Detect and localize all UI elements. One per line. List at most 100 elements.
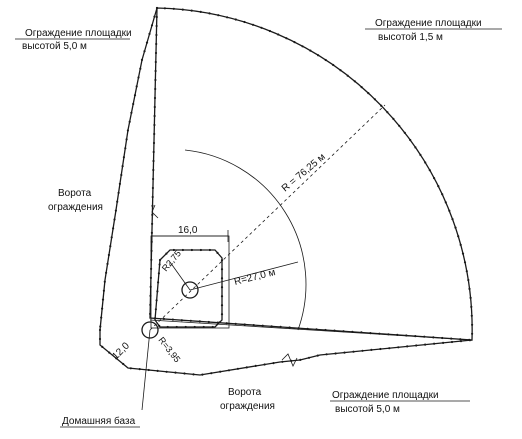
fence-post xyxy=(415,344,418,347)
fence-post xyxy=(424,343,427,346)
fence-post xyxy=(153,15,156,18)
fence-post xyxy=(419,153,422,156)
fence-left-label-2: высотой 5,0 м xyxy=(22,41,87,52)
fence-left-label-1: Ограждение площадки xyxy=(25,28,132,39)
fence-post xyxy=(299,358,302,361)
fence-post xyxy=(380,104,383,107)
fence-post xyxy=(414,146,417,149)
fence-post xyxy=(277,33,280,36)
fence-post xyxy=(189,319,192,322)
fence-post xyxy=(129,367,132,370)
fence-post xyxy=(207,320,210,324)
fence-post xyxy=(155,33,158,37)
fence-post xyxy=(138,368,141,371)
fence-post xyxy=(137,76,140,79)
fence-post xyxy=(234,18,237,21)
infield-arc xyxy=(184,149,307,331)
fence-post xyxy=(398,124,401,127)
fence-post xyxy=(343,351,346,354)
fence-post xyxy=(254,364,257,367)
fence-post xyxy=(122,362,125,366)
gate-bottom-label-1: Ворота xyxy=(228,387,262,398)
fence-post xyxy=(201,373,204,376)
fence-post xyxy=(217,14,220,17)
fence-post xyxy=(153,123,156,127)
fence-post xyxy=(361,349,364,352)
fence-post xyxy=(153,132,156,136)
fence-post xyxy=(180,319,183,322)
left-high-fence xyxy=(99,7,158,331)
fence-post xyxy=(139,67,142,70)
fence-post xyxy=(317,54,320,57)
fence-post xyxy=(130,111,133,114)
fence-post xyxy=(379,347,382,351)
fence-post xyxy=(183,372,186,375)
fence-post xyxy=(155,24,158,28)
home-base-label: Домашняя база xyxy=(62,415,136,427)
gate-bottom xyxy=(281,353,298,367)
radius-mound-label: R2,75 xyxy=(160,248,183,273)
fence-post xyxy=(147,368,150,372)
fence-bottom-label-1: Ограждение площадки xyxy=(332,390,439,401)
fence-post xyxy=(151,222,154,225)
gate-bottom-label-2: ограждения xyxy=(220,401,275,412)
fence-post xyxy=(442,341,445,344)
fence-bottom-label-2: высотой 5,0 м xyxy=(335,404,400,415)
fence-post xyxy=(154,78,157,82)
fence-post xyxy=(461,252,465,255)
fence-post xyxy=(98,337,102,341)
fence-post xyxy=(424,161,427,164)
fence-post xyxy=(135,85,138,88)
fence-post xyxy=(234,322,237,325)
fence-post xyxy=(470,305,473,308)
fence-post xyxy=(352,350,355,353)
fence-post xyxy=(450,340,454,344)
fence-post xyxy=(115,357,118,360)
fence-post xyxy=(151,186,154,190)
fence-post xyxy=(227,369,231,372)
fence-post xyxy=(105,271,108,274)
infield-diamond xyxy=(154,249,223,328)
foul-line-right xyxy=(149,319,473,341)
fence-post xyxy=(306,327,309,330)
fence-post xyxy=(120,173,123,177)
fence-post xyxy=(143,50,146,53)
fence-post xyxy=(153,114,156,118)
fence-post xyxy=(116,200,119,203)
fence-post xyxy=(360,86,363,89)
fence-post xyxy=(332,63,335,67)
fence-post xyxy=(334,352,337,355)
fence-post xyxy=(156,369,159,372)
radius-line-infield xyxy=(189,261,299,291)
fence-post xyxy=(126,129,129,132)
fence-post xyxy=(465,270,468,273)
fence-post xyxy=(441,193,444,196)
pitcher-mound xyxy=(181,281,199,299)
fence-post xyxy=(236,367,239,370)
fence-post xyxy=(386,111,389,114)
fence-post xyxy=(403,131,406,134)
fence-post xyxy=(459,243,462,246)
fence-post xyxy=(288,326,291,329)
fence-post xyxy=(301,45,304,48)
fence-post xyxy=(148,32,151,36)
fence-post xyxy=(225,322,228,325)
fence-post xyxy=(122,156,125,159)
fence-post xyxy=(293,41,296,44)
fence-post xyxy=(444,201,447,204)
fence-post xyxy=(154,51,158,55)
fence-post xyxy=(437,185,440,188)
fence-post xyxy=(154,87,157,91)
fence-post xyxy=(219,370,222,373)
fence-post xyxy=(117,191,120,194)
dim-backstop-label: 12,0 xyxy=(110,340,132,362)
fence-post xyxy=(101,307,104,310)
fence-post xyxy=(290,359,293,362)
fence-post xyxy=(210,372,213,375)
fence-post xyxy=(346,74,349,77)
fence-post xyxy=(199,10,202,13)
fence-post xyxy=(155,42,158,46)
fence-post xyxy=(124,147,127,150)
fence-post xyxy=(153,96,157,100)
